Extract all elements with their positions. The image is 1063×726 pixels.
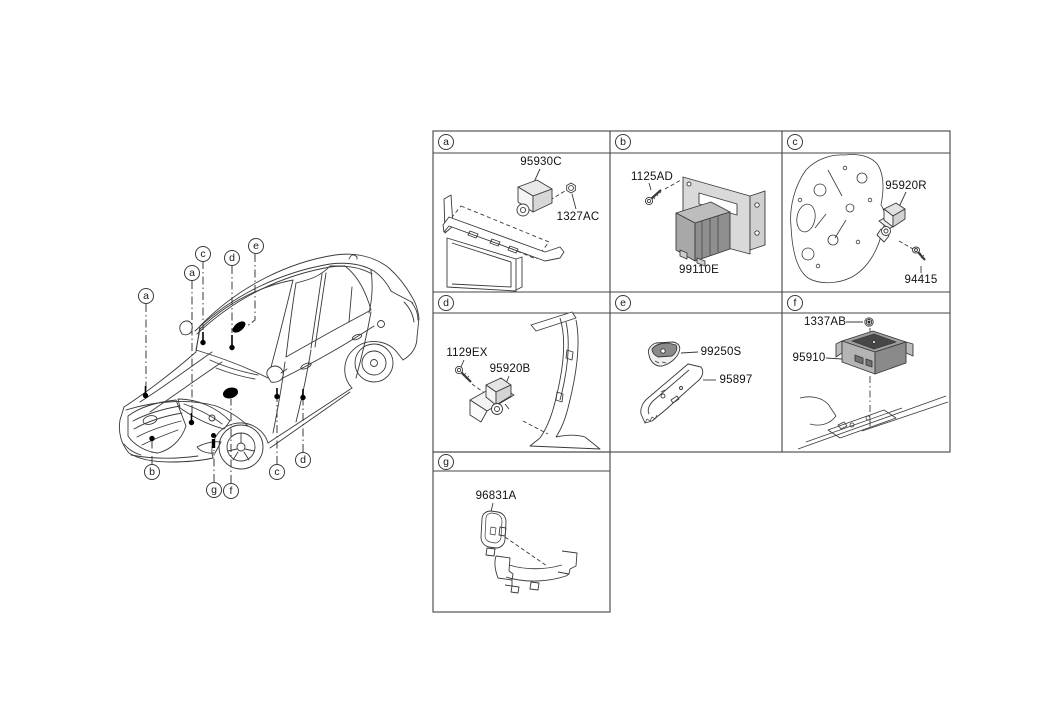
sensor-drawing [480,510,507,557]
fastener-marker [229,335,235,351]
parts-grid-lines [432,130,951,613]
cell-header-g: g [438,454,454,470]
bolt-drawing [454,365,472,383]
cell-e-illustration [640,341,716,424]
part-label-94415: 94415 [904,274,938,286]
cover-drawing [640,363,704,424]
fastener-marker [188,413,195,426]
part-label-95897: 95897 [719,374,753,386]
cell-header-c: c [787,134,803,150]
floor-pan-drawing [797,395,949,450]
door-module-drawing [790,154,886,284]
part-label-1327ac: 1327AC [556,211,600,223]
nut-drawing [864,317,874,327]
fastener-marker [211,433,216,448]
cell-header-a: a [438,134,454,150]
vehicle-callout-a-2: a [184,265,200,281]
part-label-95910: 95910 [792,352,826,364]
sensor-drawing [876,202,906,243]
sensor-blob-marker [232,321,246,333]
part-label-95930c: 95930C [520,156,562,168]
cell-header-b: b [615,134,631,150]
airbag-module-drawing [835,330,914,375]
leader-line [245,254,256,328]
cell-header-e: e [615,295,631,311]
bracket-drawing [494,550,578,594]
vehicle-callout-g: g [206,482,222,498]
part-label-1337ab: 1337AB [803,316,847,328]
part-label-95920r: 95920R [885,180,927,192]
vehicle-callout-d-2: d [295,452,311,468]
nut-drawing [566,182,576,194]
pillar-drawing [529,311,601,450]
fastener-marker [274,388,280,400]
vehicle-callout-b: b [144,464,160,480]
bolt-drawing [644,189,662,206]
part-label-99110e: 99110E [679,264,719,276]
cell-header-d: d [438,295,454,311]
cell-c-illustration [790,154,926,284]
sensor-drawing [469,377,515,423]
fastener-marker [200,332,206,346]
cell-header-f: f [787,295,803,311]
part-label-99250s: 99250S [700,346,742,358]
vehicle-location-markers [142,321,306,448]
part-label-1125ad: 1125AD [631,171,673,183]
cell-a-illustration [442,168,577,292]
cell-d-illustration [454,311,601,450]
cell-f-illustration [797,317,949,450]
vehicle-callout-a-1: a [138,288,154,304]
vehicle-callout-f: f [223,483,239,499]
part-label-95920b: 95920B [489,363,531,375]
vehicle-callout-c-2: c [269,464,285,480]
vehicle-callout-c-1: c [195,246,211,262]
cell-g-illustration [480,502,578,594]
part-label-1129ex: 1129EX [446,347,488,359]
radar-module-drawing [675,201,731,267]
sensor-drawing [516,179,553,217]
cell-b-illustration [644,176,766,267]
vehicle-callout-e: e [248,238,264,254]
vehicle-illustration [118,253,420,470]
sensor-drawing [647,341,681,367]
screw-drawing [911,246,926,261]
fastener-marker [300,389,306,401]
sensor-blob-marker [222,387,239,399]
fastener-marker [149,435,155,442]
part-label-96831a: 96831A [475,490,517,502]
fastener-marker [142,386,149,399]
vehicle-callout-d-1: d [224,250,240,266]
callout-leader-lines [145,254,304,483]
